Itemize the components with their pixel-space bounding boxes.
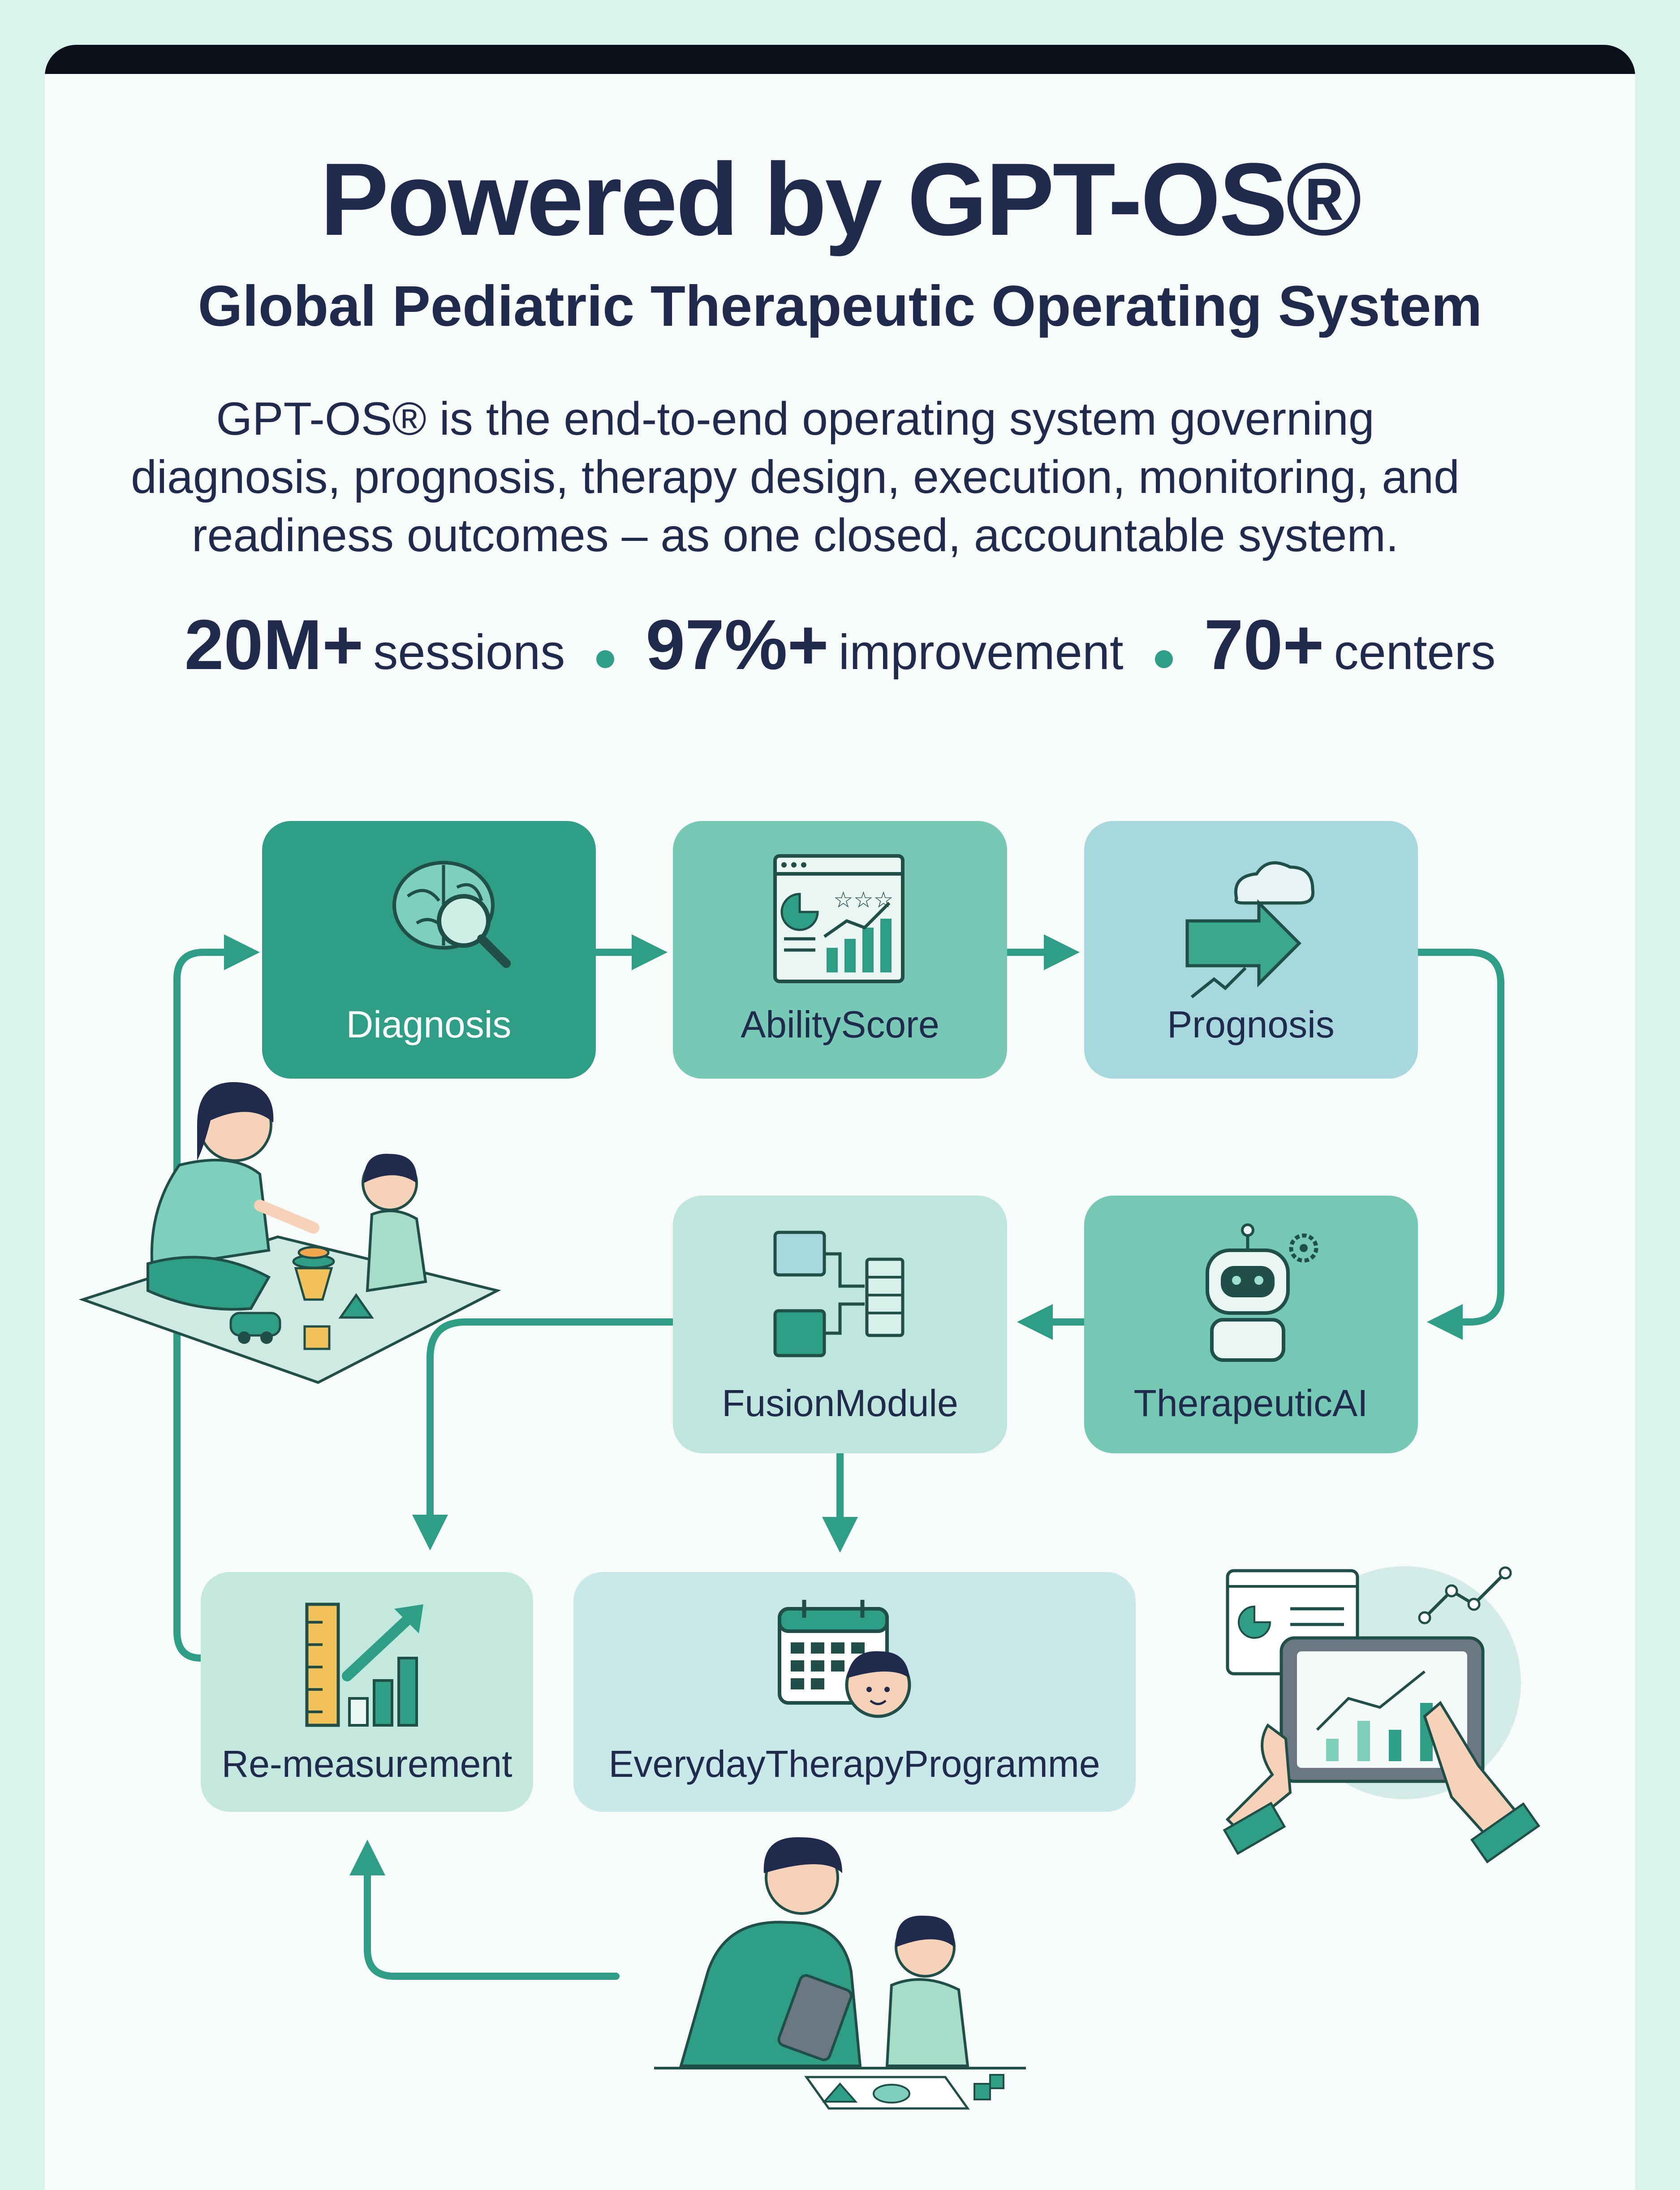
node-prognosis-label: Prognosis: [1167, 1003, 1335, 1045]
description: GPT-OS® is the end-to-end operating syst…: [90, 390, 1501, 565]
dashboard-chart-icon: ☆☆☆: [773, 854, 905, 983]
arrow-remeasurement-to-diagnosis: [173, 934, 260, 1662]
brain-magnifier-icon: [392, 861, 511, 968]
node-abilityscore-label: AbilityScore: [741, 1003, 939, 1045]
node-remeasurement-label: Re-measurement: [222, 1743, 513, 1785]
robot-icon: [1206, 1223, 1318, 1362]
mother-child-play-illustration: [78, 1082, 501, 1384]
node-everyday: EverydayTherapyProgramme: [573, 1572, 1136, 1812]
stat-sessions: 20M+sessions: [185, 609, 565, 680]
tablet-analytics-illustration: [1223, 1566, 1541, 1864]
stat-value: 20M+: [184, 605, 364, 684]
stats-row: 20M+sessions 97%+improvement 70+centers: [0, 609, 1680, 680]
stat-value: 97%+: [646, 605, 829, 684]
stat-label: improvement: [838, 625, 1124, 680]
node-therapeuticai-label: TherapeuticAI: [1134, 1382, 1368, 1424]
node-diagnosis-box: [262, 821, 596, 1079]
ruler-growth-icon: [305, 1603, 423, 1727]
node-diagnosis: Diagnosis: [262, 821, 596, 1079]
arrow-family-to-remeasurement: [349, 1840, 620, 1980]
node-fusionmodule-label: FusionModule: [722, 1382, 958, 1424]
bullet-dot: [596, 650, 615, 668]
node-fusionmodule: FusionModule: [673, 1196, 1007, 1453]
stat-value: 70+: [1204, 605, 1324, 684]
father-child-tablet-illustration: [654, 1837, 1026, 2110]
description-line: diagnosis, prognosis, therapy design, ex…: [131, 451, 1460, 503]
arrow-fusionmodule-to-remeasurement: [412, 1318, 676, 1551]
node-remeasurement-box: [201, 1572, 533, 1812]
stat-improvement: 97%+improvement: [646, 609, 1123, 680]
stat-centers: 70+centers: [1204, 609, 1496, 680]
forecast-arrow-icon: [1185, 861, 1315, 998]
stat-label: sessions: [373, 625, 565, 680]
page-title: Powered by GPT-OS®: [320, 142, 1361, 257]
stat-label: centers: [1334, 625, 1496, 680]
node-therapeuticai: TherapeuticAI: [1084, 1196, 1418, 1453]
node-everyday-label: EverydayTherapyProgramme: [608, 1743, 1100, 1785]
description-line: GPT-OS® is the end-to-end operating syst…: [216, 393, 1374, 445]
fusion-merge-icon: [773, 1231, 905, 1357]
node-diagnosis-label: Diagnosis: [346, 1003, 512, 1045]
top-bar: [45, 45, 1635, 74]
node-remeasurement: Re-measurement: [201, 1572, 533, 1812]
page-subtitle: Global Pediatric Therapeutic Operating S…: [198, 274, 1482, 338]
infographic-card: [45, 45, 1635, 2190]
calendar-child-icon: [778, 1600, 911, 1718]
description-line: readiness outcomes – as one closed, acco…: [192, 510, 1399, 562]
bullet-dot: [1154, 650, 1173, 668]
arrow-prognosis-to-therapeuticai: [1414, 949, 1504, 1340]
node-abilityscore: ☆☆☆ AbilityScore: [673, 821, 1007, 1079]
node-prognosis: Prognosis: [1084, 821, 1418, 1079]
